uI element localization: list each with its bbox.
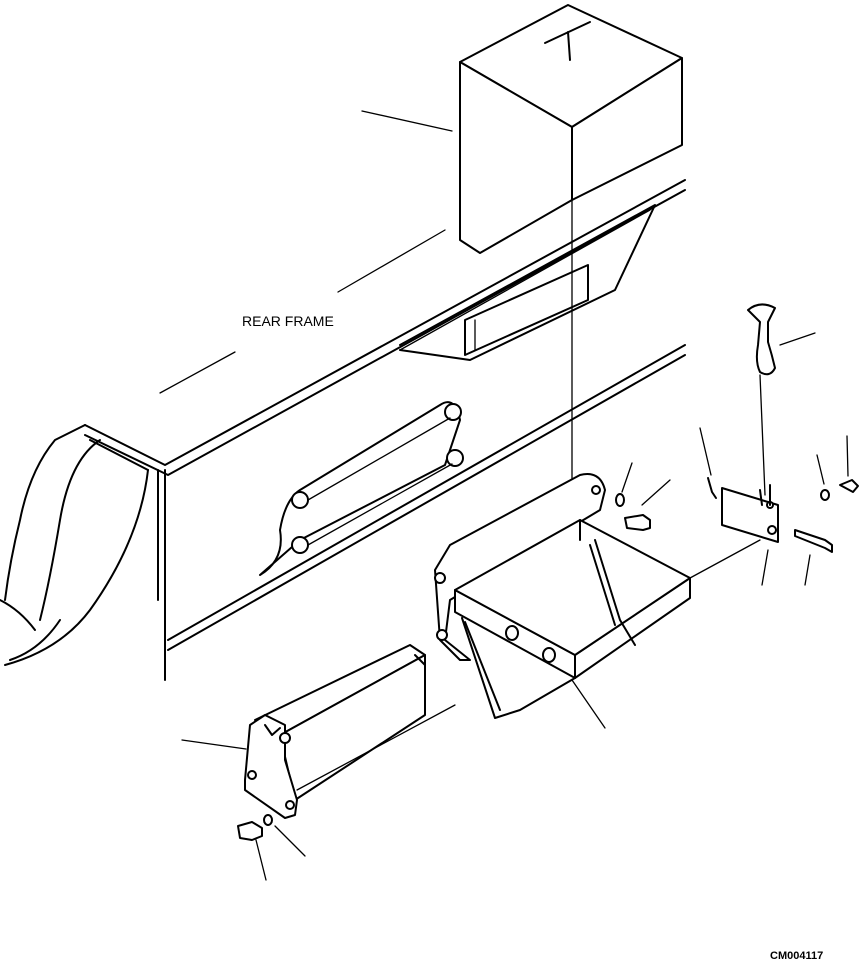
pull-pin — [747, 303, 816, 496]
rear-frame-label: REAR FRAME — [242, 313, 334, 329]
bolt — [839, 479, 859, 493]
bolt-head — [444, 403, 462, 421]
bolt — [624, 514, 651, 531]
bolt — [794, 529, 833, 553]
drawing-id-label: CM004117 — [770, 950, 824, 962]
latch-plate — [689, 477, 779, 579]
hardware-right — [615, 479, 859, 553]
t-handle-icon — [544, 21, 591, 61]
washer — [820, 489, 830, 501]
bolt-head — [542, 647, 556, 663]
washer — [263, 814, 273, 826]
bolt-head — [291, 491, 309, 509]
frame-upper-rail — [399, 204, 656, 361]
bolt — [237, 821, 263, 841]
mounting-tray-bracket — [434, 473, 691, 719]
rear-frame-beam — [0, 179, 686, 681]
frame-mount-plate — [259, 401, 464, 576]
box-component — [459, 4, 683, 581]
bolt-head — [446, 449, 464, 467]
lower-cover — [244, 644, 456, 819]
washer — [615, 493, 625, 507]
bolt-head — [505, 625, 519, 641]
leader-lines — [181, 110, 849, 881]
hardware-left — [237, 814, 273, 841]
bolt-head — [291, 536, 309, 554]
